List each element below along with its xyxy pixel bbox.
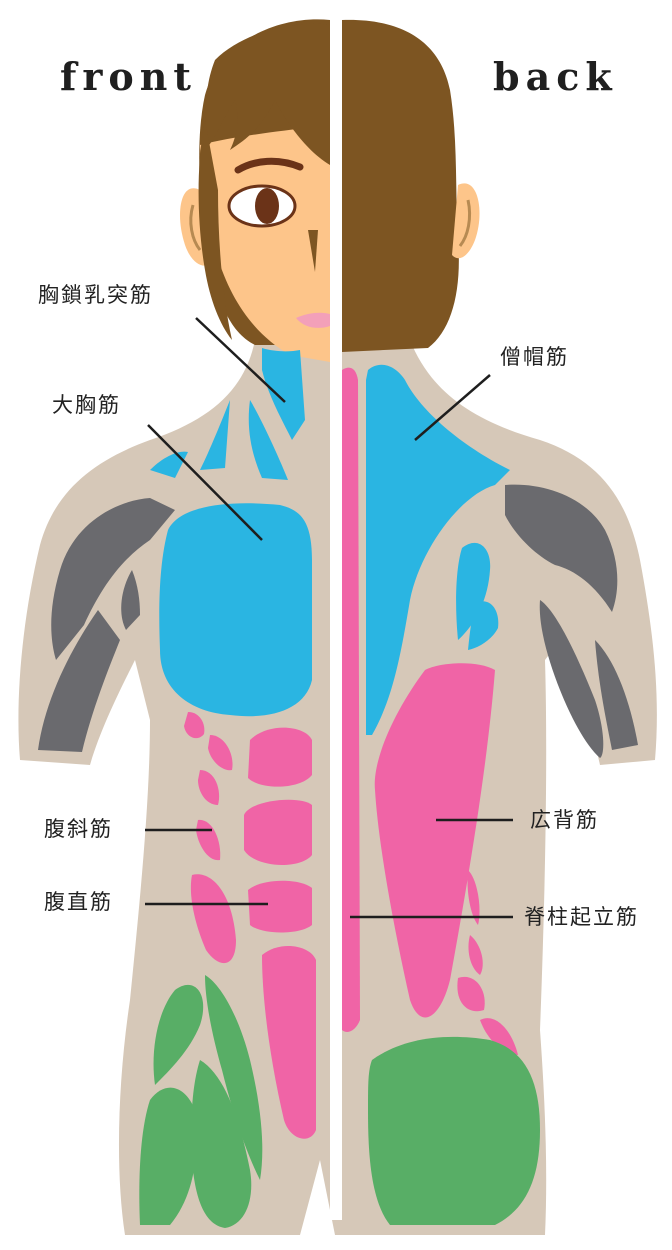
front-rectus-1 — [248, 728, 312, 787]
label-external-oblique: 腹斜筋 — [44, 817, 113, 841]
front-view-title: front — [60, 54, 197, 99]
label-latissimus-dorsi: 広背筋 — [530, 808, 599, 832]
front-rectus-2 — [244, 800, 312, 865]
center-divider — [330, 20, 342, 1220]
eye-iris-icon — [255, 188, 279, 224]
front-rectus-3 — [248, 881, 312, 933]
label-pectoralis-major: 大胸筋 — [52, 393, 121, 417]
label-trapezius: 僧帽筋 — [500, 345, 569, 369]
label-erector-spinae: 脊柱起立筋 — [524, 905, 639, 929]
front-pectoral-major — [159, 503, 312, 716]
label-rectus-abdominis: 腹直筋 — [44, 890, 113, 914]
back-erector-spinae — [342, 368, 360, 1032]
back-gluteus — [368, 1037, 540, 1225]
back-view-title: back — [493, 54, 618, 99]
label-sternocleidomastoid: 胸鎖乳突筋 — [38, 283, 153, 307]
back-hair — [342, 20, 459, 352]
